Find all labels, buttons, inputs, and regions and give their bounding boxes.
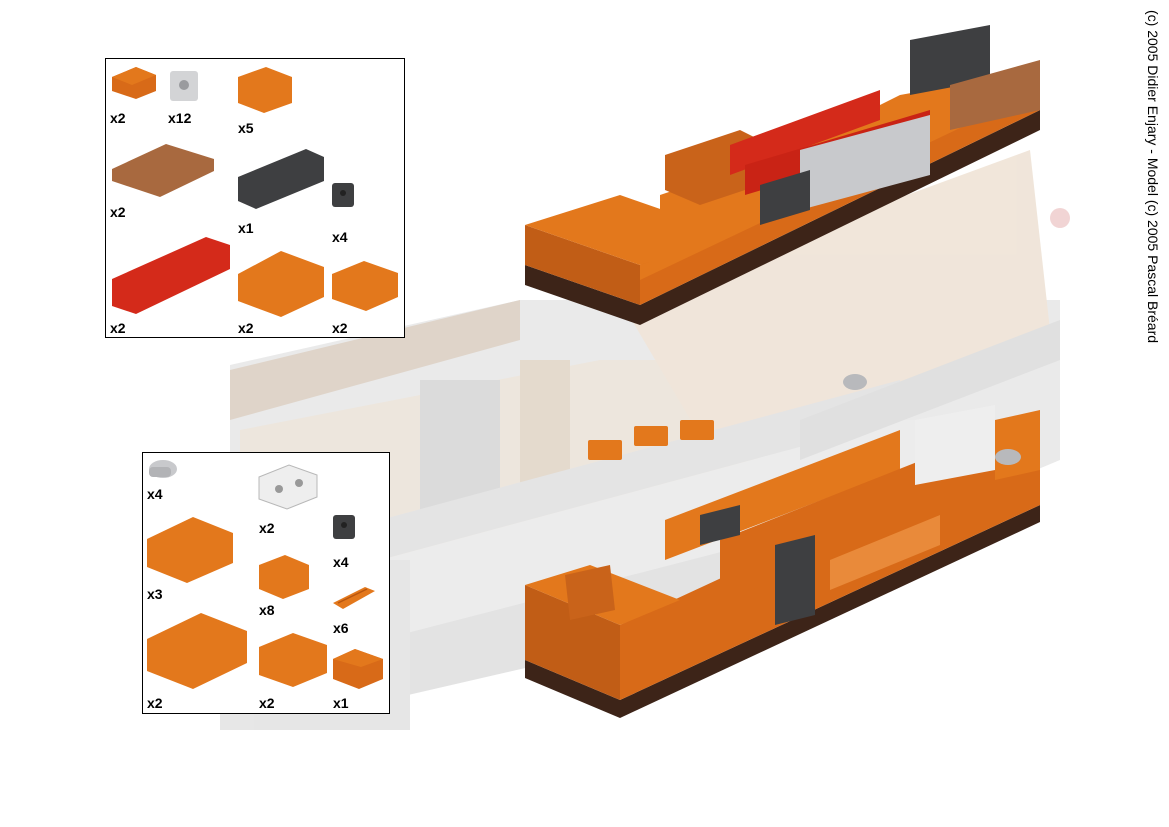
dark-gray-brick-1x4-icon	[238, 149, 324, 209]
qty-label: x2	[110, 320, 126, 336]
qty-label: x2	[147, 695, 163, 711]
light-gray-pin-icon	[149, 460, 177, 478]
dark-gray-bracket-icon	[333, 515, 355, 539]
qty-label: x8	[259, 602, 275, 618]
light-gray-bracket-icon	[170, 71, 198, 101]
qty-label: x4	[332, 229, 348, 245]
qty-label: x12	[168, 110, 192, 126]
orange-brick-1x2-icon	[238, 67, 292, 113]
orange-slope-brick-icon	[333, 649, 383, 689]
qty-label: x2	[238, 320, 254, 336]
orange-brick-2x2-icon	[332, 261, 398, 311]
qty-label: x2	[259, 695, 275, 711]
qty-label: x3	[147, 586, 163, 602]
red-brick-1x6-icon	[112, 237, 230, 314]
orange-brick-1x2-icon	[259, 555, 309, 599]
white-technic-brick-icon	[258, 464, 318, 510]
orange-grille-tile-icon	[333, 587, 375, 609]
brown-plate-2x4-icon	[112, 144, 214, 197]
parts-box-2-graphics	[147, 460, 383, 689]
orange-brick-2x2-icon	[259, 633, 327, 687]
upper-subassembly	[525, 25, 1040, 325]
qty-label: x1	[238, 220, 254, 236]
lower-subassembly	[525, 405, 1040, 718]
qty-label: x5	[238, 120, 254, 136]
qty-label: x4	[147, 486, 163, 502]
orange-brick-2x3-icon	[147, 517, 233, 583]
qty-label: x2	[332, 320, 348, 336]
orange-slope-brick-icon	[112, 67, 156, 99]
qty-label: x2	[110, 110, 126, 126]
loose-parts	[588, 374, 867, 460]
qty-label: x2	[259, 520, 275, 536]
orange-brick-2x3-icon	[238, 251, 324, 317]
parts-box-1-graphics	[112, 67, 398, 317]
copyright-notice: (c) 2005 Didier Enjary - Model (c) 2005 …	[1145, 10, 1161, 344]
qty-label: x4	[333, 554, 349, 570]
qty-label: x1	[333, 695, 349, 711]
qty-label: x2	[110, 204, 126, 220]
parts-list-box-2: x4 x2 x3 x4 x8 x6 x2 x2 x1	[142, 452, 390, 714]
dark-gray-bracket-icon	[332, 183, 354, 207]
qty-label: x6	[333, 620, 349, 636]
parts-list-box-1: x2 x12 x5 x2 x1 x4 x2 x2 x2	[105, 58, 405, 338]
orange-brick-2x4-icon	[147, 613, 247, 689]
